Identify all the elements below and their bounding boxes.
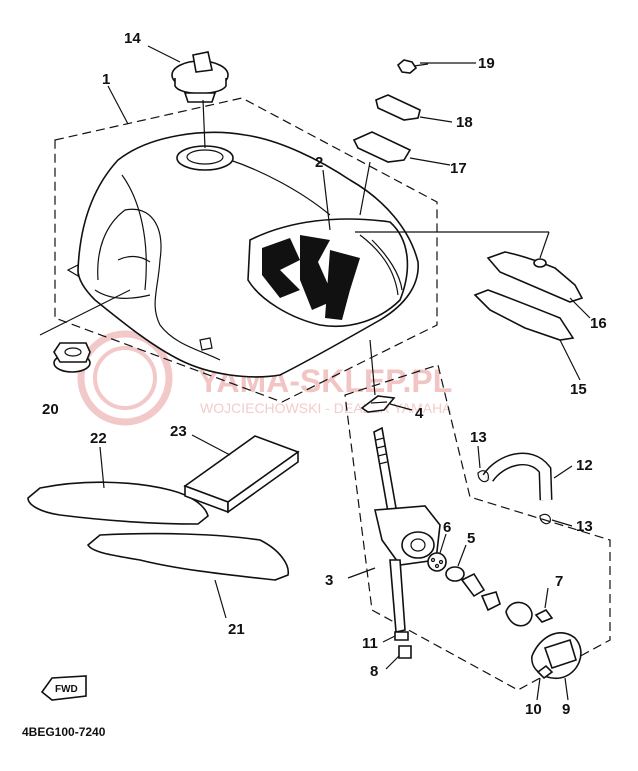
callout-12: 12 xyxy=(576,457,593,474)
callout-7: 7 xyxy=(555,573,563,590)
fwd-label: FWD xyxy=(55,684,78,695)
tank-group-outline xyxy=(54,97,438,403)
fuel-petcock xyxy=(373,426,441,633)
petcock-group-outline xyxy=(344,364,611,691)
callout-13a: 13 xyxy=(470,429,487,446)
pad-23 xyxy=(183,435,300,514)
cover-15 xyxy=(473,289,575,341)
clip-13b xyxy=(539,513,551,525)
callout-18: 18 xyxy=(456,114,473,131)
tank-decal xyxy=(247,218,409,328)
callout-23: 23 xyxy=(170,423,187,440)
callout-16: 16 xyxy=(590,315,607,332)
callout-6: 6 xyxy=(443,519,451,536)
pad-22 xyxy=(27,481,209,525)
callout-14: 14 xyxy=(124,30,141,47)
callout-5: 5 xyxy=(467,530,475,547)
callout-22: 22 xyxy=(90,430,107,447)
petcock-internals xyxy=(394,552,582,680)
callout-10: 10 xyxy=(525,701,542,718)
bolt-19 xyxy=(396,59,429,74)
plate-18 xyxy=(375,94,421,121)
diagram-code: 4BEG100-7240 xyxy=(22,725,106,739)
cover-16 xyxy=(486,251,584,303)
callout-21: 21 xyxy=(228,621,245,638)
callout-8: 8 xyxy=(370,663,378,680)
callout-20: 20 xyxy=(42,401,59,418)
callout-2: 2 xyxy=(315,154,323,171)
gasket-4 xyxy=(360,395,396,413)
bracket-17 xyxy=(352,131,412,163)
callout-19: 19 xyxy=(478,55,495,72)
callout-labels: 14 1 2 19 18 17 16 15 20 4 22 23 13 12 1… xyxy=(42,30,607,718)
callout-1: 1 xyxy=(102,71,110,88)
callout-3: 3 xyxy=(325,572,333,589)
callout-15: 15 xyxy=(570,381,587,398)
callout-4: 4 xyxy=(415,405,424,422)
callout-11: 11 xyxy=(362,635,378,652)
callout-13b: 13 xyxy=(576,518,593,535)
callout-9: 9 xyxy=(562,701,570,718)
fwd-arrow: FWD xyxy=(40,675,87,701)
damper-ring xyxy=(53,342,91,373)
leader-lines xyxy=(39,45,591,701)
pad-21 xyxy=(86,532,289,581)
fuel-pipe-12-inner xyxy=(483,454,551,501)
clip-13a xyxy=(477,470,489,483)
callout-17: 17 xyxy=(450,160,467,177)
fuel-cap xyxy=(171,51,229,103)
